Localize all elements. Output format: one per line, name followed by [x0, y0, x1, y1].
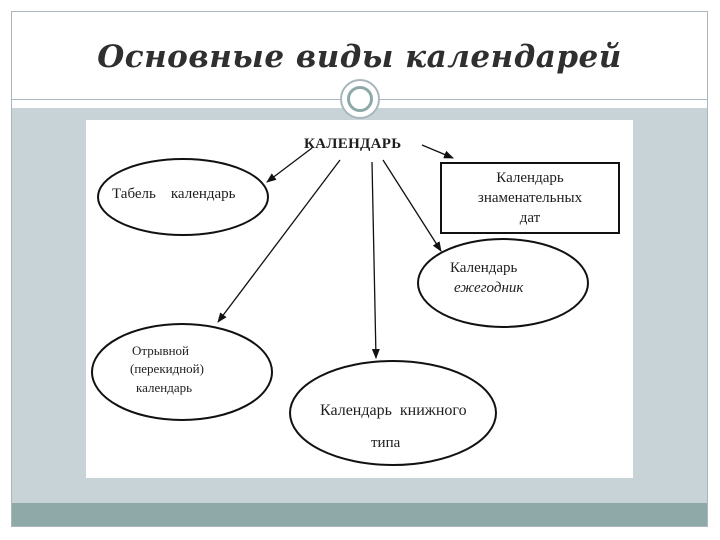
circle-ornament-icon — [340, 79, 380, 119]
arrow-to-otryvnoy — [217, 159, 341, 323]
slide-title: Основные виды календарей — [97, 39, 622, 75]
root-label: КАЛЕНДАРЬ — [304, 136, 402, 152]
node-tabel-label: Табель календарь — [112, 186, 236, 202]
node-knizhnogo-ellipse — [289, 360, 497, 466]
footer-bar — [12, 503, 707, 526]
node-znamenatelnyh-box — [440, 162, 620, 234]
node-otryvnoy-line1: Отрывной — [132, 343, 190, 358]
arrow-to-znamenatelnyh — [421, 144, 454, 159]
node-otryvnoy-ellipse — [91, 323, 273, 421]
arrow-to-knizhnogo — [371, 161, 380, 359]
node-ezhegodnik-ellipse — [417, 238, 589, 328]
node-otryvnoy-line3: календарь — [136, 380, 193, 395]
node-ezhegodnik-line1: Календарь — [450, 260, 518, 276]
node-tabel-ellipse — [97, 158, 269, 236]
diagram-panel: КАЛЕНДАРЬ Табель календарь Календарь зна… — [86, 120, 633, 478]
node-knizhnogo-line1: Календарь книжного — [320, 402, 467, 419]
arrow-to-tabel — [266, 147, 313, 183]
node-otryvnoy-line2: (перекидной) — [130, 361, 204, 376]
node-knizhnogo-line2: типа — [371, 435, 401, 451]
diagram-canvas — [91, 144, 620, 466]
node-znamenatelnyh-line2: знаменательных — [477, 190, 583, 206]
node-znamenatelnyh-line3: дат — [519, 210, 541, 226]
node-ezhegodnik-line2: ежегодник — [454, 280, 524, 296]
node-znamenatelnyh-line1: Календарь — [496, 170, 564, 186]
arrow-to-ezhegodnik — [382, 159, 442, 252]
